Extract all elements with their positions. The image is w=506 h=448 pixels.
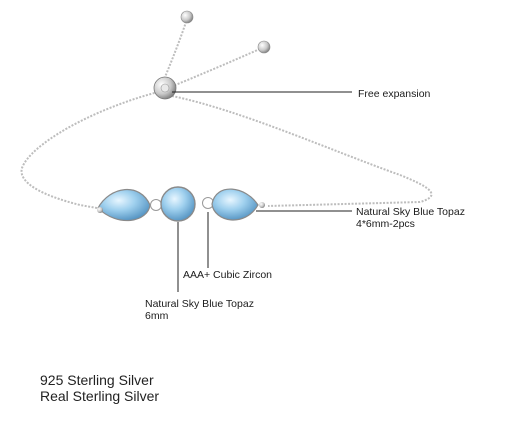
chain-tail-right	[167, 47, 263, 89]
gem-row	[97, 186, 265, 222]
label-zircon: AAA+ Cubic Zircon	[183, 269, 272, 281]
material-caption: 925 Sterling Silver Real Sterling Silver	[40, 372, 160, 404]
center-topaz	[160, 186, 196, 222]
zircon-left	[150, 199, 162, 211]
end-bead-left	[180, 10, 194, 24]
side-topaz-left	[97, 188, 151, 222]
label-side-stone: Natural Sky Blue Topaz 4*6mm-2pcs	[356, 206, 465, 230]
label-center-stone: Natural Sky Blue Topaz 6mm	[145, 298, 254, 322]
label-free-expansion: Free expansion	[358, 88, 431, 100]
side-topaz-right	[211, 188, 259, 221]
chain-tail-left	[162, 21, 187, 83]
end-bead-right	[257, 40, 271, 54]
chain-left	[20, 91, 159, 211]
chain-right	[171, 95, 433, 207]
